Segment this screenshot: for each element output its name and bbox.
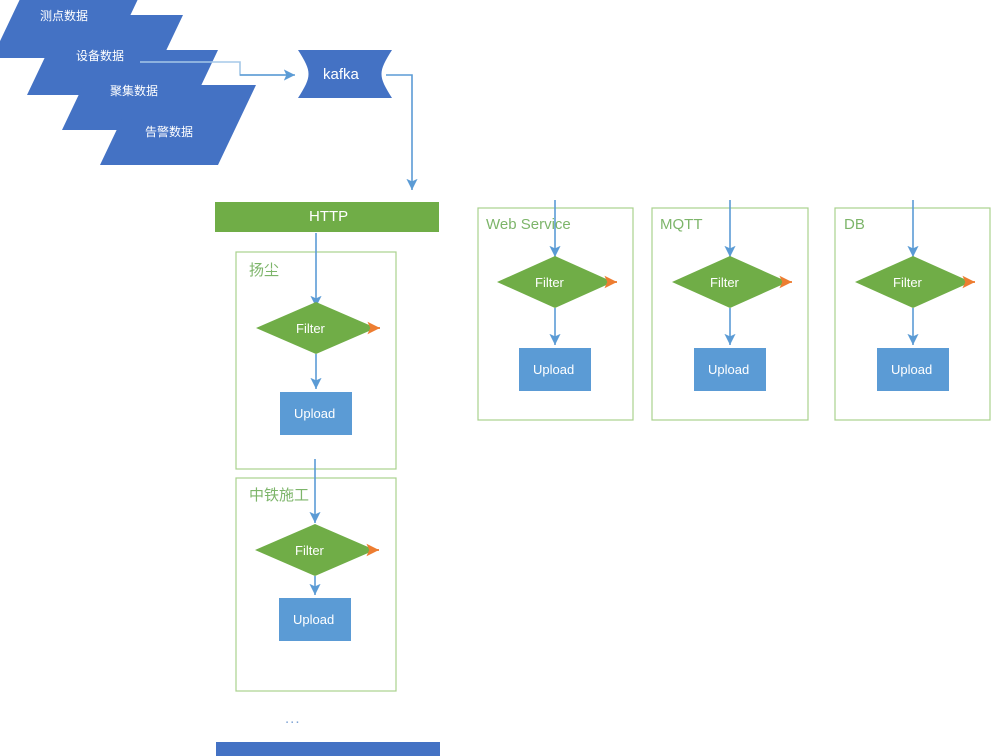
upload-box-5[interactable] [877, 348, 949, 391]
connector-kafka-to-http [386, 74, 418, 190]
kafka-shape[interactable] [298, 50, 392, 98]
group-yangchen[interactable] [235, 233, 397, 470]
group-db[interactable] [834, 200, 991, 421]
group-zhongtie-box[interactable] [235, 477, 397, 692]
source-shape-4[interactable] [100, 85, 256, 165]
upload-box-1[interactable] [280, 392, 352, 435]
upload-box-3[interactable] [519, 348, 591, 391]
group-web-service[interactable] [477, 200, 634, 421]
bottom-channel-bar[interactable] [216, 742, 440, 756]
filter-diamond-4[interactable] [672, 256, 788, 308]
connector-sources-to-kafka [140, 61, 295, 81]
filter-diamond-5[interactable] [855, 256, 971, 308]
filter-diamond-3[interactable] [497, 256, 613, 308]
kafka-node[interactable] [298, 50, 392, 98]
source-stack [0, 0, 256, 165]
upload-box-4[interactable] [694, 348, 766, 391]
filter-diamond-1[interactable] [256, 302, 376, 354]
connector-kafka-http-line [386, 74, 418, 190]
group-zhongtie[interactable] [235, 459, 397, 692]
filter-diamond-2[interactable] [255, 524, 375, 576]
group-mqtt[interactable] [651, 200, 809, 421]
upload-box-2[interactable] [279, 598, 351, 641]
http-channel-bar[interactable] [215, 202, 439, 232]
